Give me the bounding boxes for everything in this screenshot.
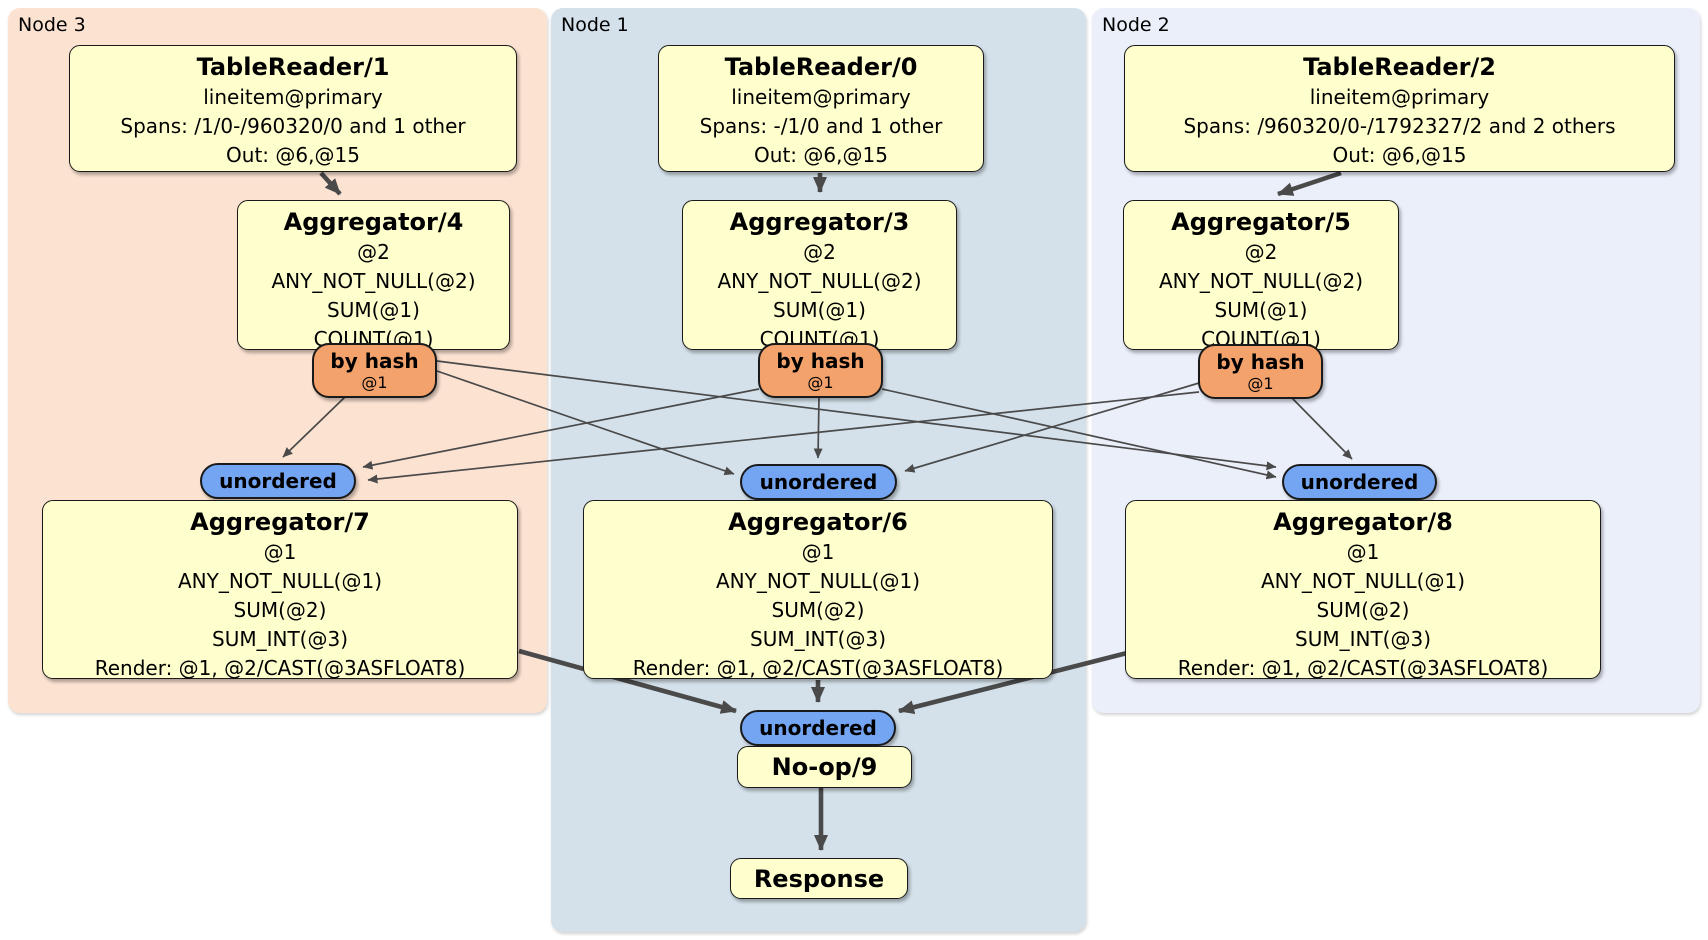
- unordered-stream-right: unordered: [1282, 464, 1437, 500]
- tablereader-2-out: Out: @6,@15: [1332, 143, 1467, 167]
- aggregator-4-expr: SUM(@1): [327, 298, 420, 322]
- tablereader-2-box: TableReader/2 lineitem@primary Spans: /9…: [1124, 45, 1675, 172]
- aggregator-4-group: @2: [357, 240, 390, 264]
- node-region-3-label: Node 3: [18, 14, 86, 36]
- hash-router-node2-label: by hash: [1216, 349, 1305, 374]
- aggregator-5-box: Aggregator/5 @2 ANY_NOT_NULL(@2) SUM(@1)…: [1123, 200, 1399, 351]
- tablereader-2-index: lineitem@primary: [1309, 85, 1490, 109]
- tablereader-2-spans: Spans: /960320/0-/1792327/2 and 2 others: [1183, 114, 1616, 138]
- aggregator-7-expr: ANY_NOT_NULL(@1): [178, 569, 382, 593]
- aggregator-5-title: Aggregator/5: [1171, 208, 1351, 236]
- aggregator-8-box: Aggregator/8 @1 ANY_NOT_NULL(@1) SUM(@2)…: [1125, 500, 1601, 680]
- aggregator-7-expr: SUM(@2): [233, 598, 327, 622]
- aggregator-4-box: Aggregator/4 @2 ANY_NOT_NULL(@2) SUM(@1)…: [237, 200, 510, 351]
- hash-router-node3-label: by hash: [330, 348, 419, 373]
- tablereader-0-index: lineitem@primary: [731, 85, 911, 109]
- aggregator-8-expr: SUM_INT(@3): [1295, 627, 1431, 651]
- aggregator-7-title: Aggregator/7: [190, 508, 370, 536]
- aggregator-3-expr: SUM(@1): [773, 298, 866, 322]
- aggregator-8-expr: ANY_NOT_NULL(@1): [1261, 569, 1465, 593]
- aggregator-4-title: Aggregator/4: [283, 208, 464, 236]
- aggregator-8-title: Aggregator/8: [1273, 508, 1453, 536]
- node-region-1-label: Node 1: [561, 14, 629, 36]
- hash-router-node1: by hash @1: [758, 343, 883, 398]
- aggregator-7-render: Render: @1, @2/CAST(@3ASFLOAT8): [94, 656, 466, 680]
- tablereader-0-spans: Spans: -/1/0 and 1 other: [699, 114, 943, 138]
- aggregator-7-group: @1: [263, 540, 297, 564]
- aggregator-5-expr: SUM(@1): [1214, 298, 1308, 322]
- response-box: Response: [730, 858, 908, 899]
- aggregator-3-box: Aggregator/3 @2 ANY_NOT_NULL(@2) SUM(@1)…: [682, 200, 957, 351]
- aggregator-7-expr: SUM_INT(@3): [212, 627, 348, 651]
- unordered-stream-mid: unordered: [740, 464, 897, 500]
- unordered-stream-final: unordered: [740, 710, 896, 746]
- aggregator-6-expr: SUM(@2): [771, 598, 865, 622]
- tablereader-0-out: Out: @6,@15: [754, 143, 888, 167]
- aggregator-6-group: @1: [801, 540, 835, 564]
- tablereader-0-title: TableReader/0: [724, 53, 918, 81]
- tablereader-1-out: Out: @6,@15: [226, 143, 360, 167]
- aggregator-5-group: @2: [1244, 240, 1278, 264]
- tablereader-1-title: TableReader/1: [196, 53, 390, 81]
- hash-router-node1-detail: @1: [807, 372, 834, 392]
- aggregator-6-box: Aggregator/6 @1 ANY_NOT_NULL(@1) SUM(@2)…: [583, 500, 1053, 680]
- tablereader-2-title: TableReader/2: [1303, 53, 1496, 81]
- aggregator-7-box: Aggregator/7 @1 ANY_NOT_NULL(@1) SUM(@2)…: [42, 500, 518, 680]
- tablereader-1-box: TableReader/1 lineitem@primary Spans: /1…: [69, 45, 517, 172]
- aggregator-5-expr: ANY_NOT_NULL(@2): [1159, 269, 1363, 293]
- tablereader-1-index: lineitem@primary: [203, 85, 383, 109]
- aggregator-8-render: Render: @1, @2/CAST(@3ASFLOAT8): [1177, 656, 1549, 680]
- tablereader-1-spans: Spans: /1/0-/960320/0 and 1 other: [120, 114, 466, 138]
- aggregator-3-group: @2: [803, 240, 836, 264]
- hash-router-node2: by hash @1: [1198, 344, 1323, 399]
- aggregator-8-group: @1: [1346, 540, 1380, 564]
- aggregator-6-title: Aggregator/6: [728, 508, 908, 536]
- aggregator-3-expr: ANY_NOT_NULL(@2): [717, 269, 922, 293]
- hash-router-node1-label: by hash: [776, 348, 865, 373]
- hash-router-node3: by hash @1: [312, 343, 437, 398]
- aggregator-6-expr: ANY_NOT_NULL(@1): [716, 569, 920, 593]
- aggregator-3-title: Aggregator/3: [729, 208, 910, 236]
- response-title: Response: [753, 864, 885, 893]
- aggregator-8-expr: SUM(@2): [1316, 598, 1410, 622]
- hash-router-node3-detail: @1: [361, 372, 388, 392]
- aggregator-6-expr: SUM_INT(@3): [750, 627, 886, 651]
- noop-9-box: No-op/9: [737, 746, 912, 788]
- tablereader-0-box: TableReader/0 lineitem@primary Spans: -/…: [658, 45, 984, 172]
- unordered-stream-left: unordered: [200, 463, 356, 499]
- aggregator-6-render: Render: @1, @2/CAST(@3ASFLOAT8): [632, 656, 1004, 680]
- noop-9-title: No-op/9: [771, 753, 878, 781]
- aggregator-4-expr: ANY_NOT_NULL(@2): [271, 269, 476, 293]
- node-region-2-label: Node 2: [1102, 14, 1170, 36]
- hash-router-node2-detail: @1: [1247, 373, 1274, 393]
